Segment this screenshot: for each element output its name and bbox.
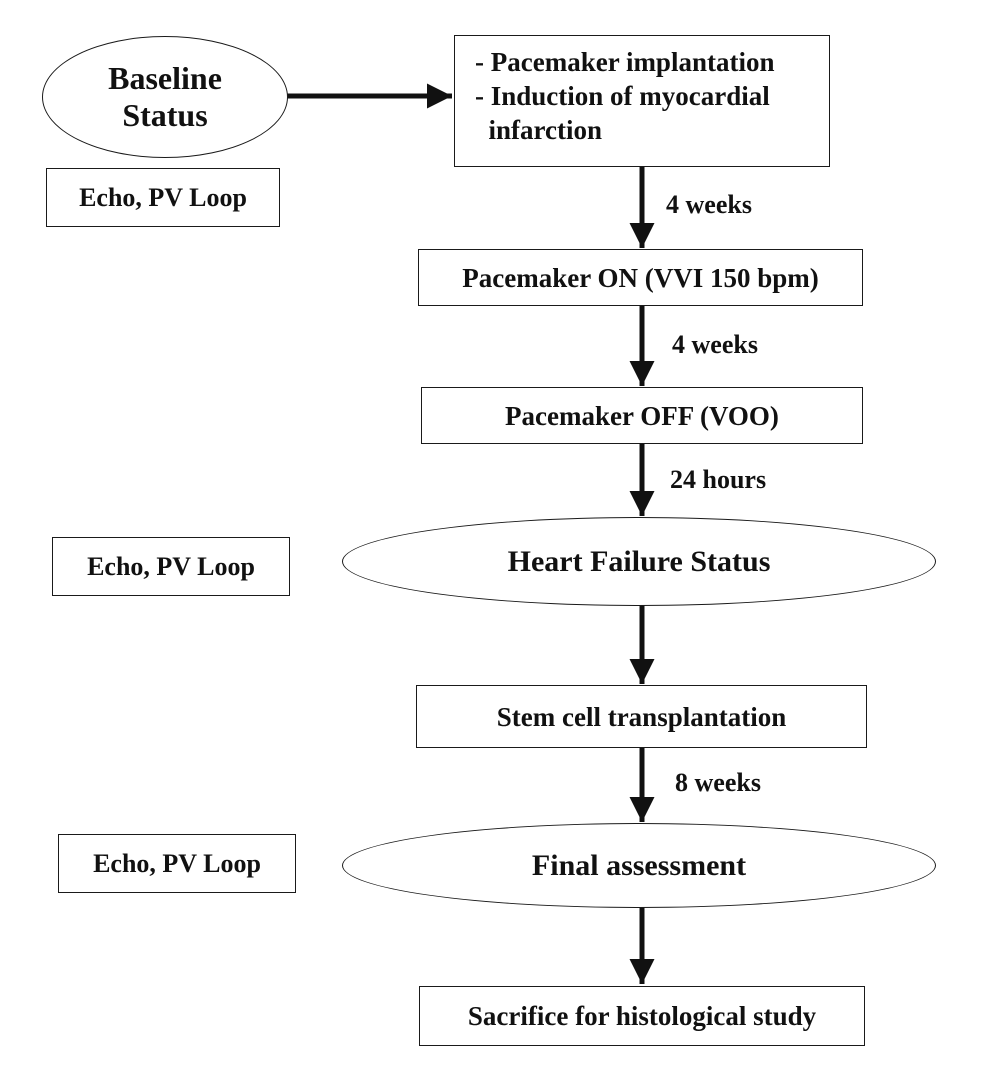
baseline-status-label: Baseline Status <box>108 60 222 134</box>
interval-label-3: 24 hours <box>670 465 767 494</box>
heart-failure-assessment-box: Echo, PV Loop <box>52 537 290 596</box>
procedure-item-infarction: - Induction of myocardial <box>475 81 770 111</box>
interval-label-1: 4 weeks <box>666 190 752 219</box>
interval-label-4: 8 weeks <box>675 768 761 797</box>
baseline-status-node: Baseline Status <box>42 36 288 158</box>
heart-failure-assessment-label: Echo, PV Loop <box>87 551 255 581</box>
final-assessment-box-label: Echo, PV Loop <box>93 848 261 878</box>
pacemaker-on-box: Pacemaker ON (VVI 150 bpm) <box>418 249 863 306</box>
heart-failure-status-label: Heart Failure Status <box>507 544 771 578</box>
baseline-assessment-label: Echo, PV Loop <box>79 182 247 212</box>
baseline-line-2: Status <box>122 97 208 133</box>
final-assessment-label: Final assessment <box>531 848 747 882</box>
sacrifice-label: Sacrifice for histological study <box>467 1001 817 1031</box>
final-assessment-box: Echo, PV Loop <box>58 834 296 893</box>
pacemaker-off-label: Pacemaker OFF (VOO) <box>505 400 779 431</box>
procedure-item-pacemaker: - Pacemaker implantation <box>475 47 775 77</box>
stem-cell-transplantation-box: Stem cell transplantation <box>416 685 867 748</box>
procedure-item-infarction-cont: infarction <box>475 115 603 145</box>
sacrifice-box: Sacrifice for histological study <box>419 986 865 1046</box>
procedure-box: - Pacemaker implantation - Induction of … <box>454 35 830 167</box>
baseline-line-1: Baseline <box>108 60 222 96</box>
pacemaker-on-label: Pacemaker ON (VVI 150 bpm) <box>462 262 819 293</box>
interval-label-2: 4 weeks <box>672 330 758 359</box>
stem-cell-transplantation-label: Stem cell transplantation <box>496 701 787 732</box>
final-assessment-node: Final assessment <box>342 823 936 908</box>
baseline-assessment-box: Echo, PV Loop <box>46 168 280 227</box>
pacemaker-off-box: Pacemaker OFF (VOO) <box>421 387 863 444</box>
heart-failure-status-node: Heart Failure Status <box>342 517 936 606</box>
